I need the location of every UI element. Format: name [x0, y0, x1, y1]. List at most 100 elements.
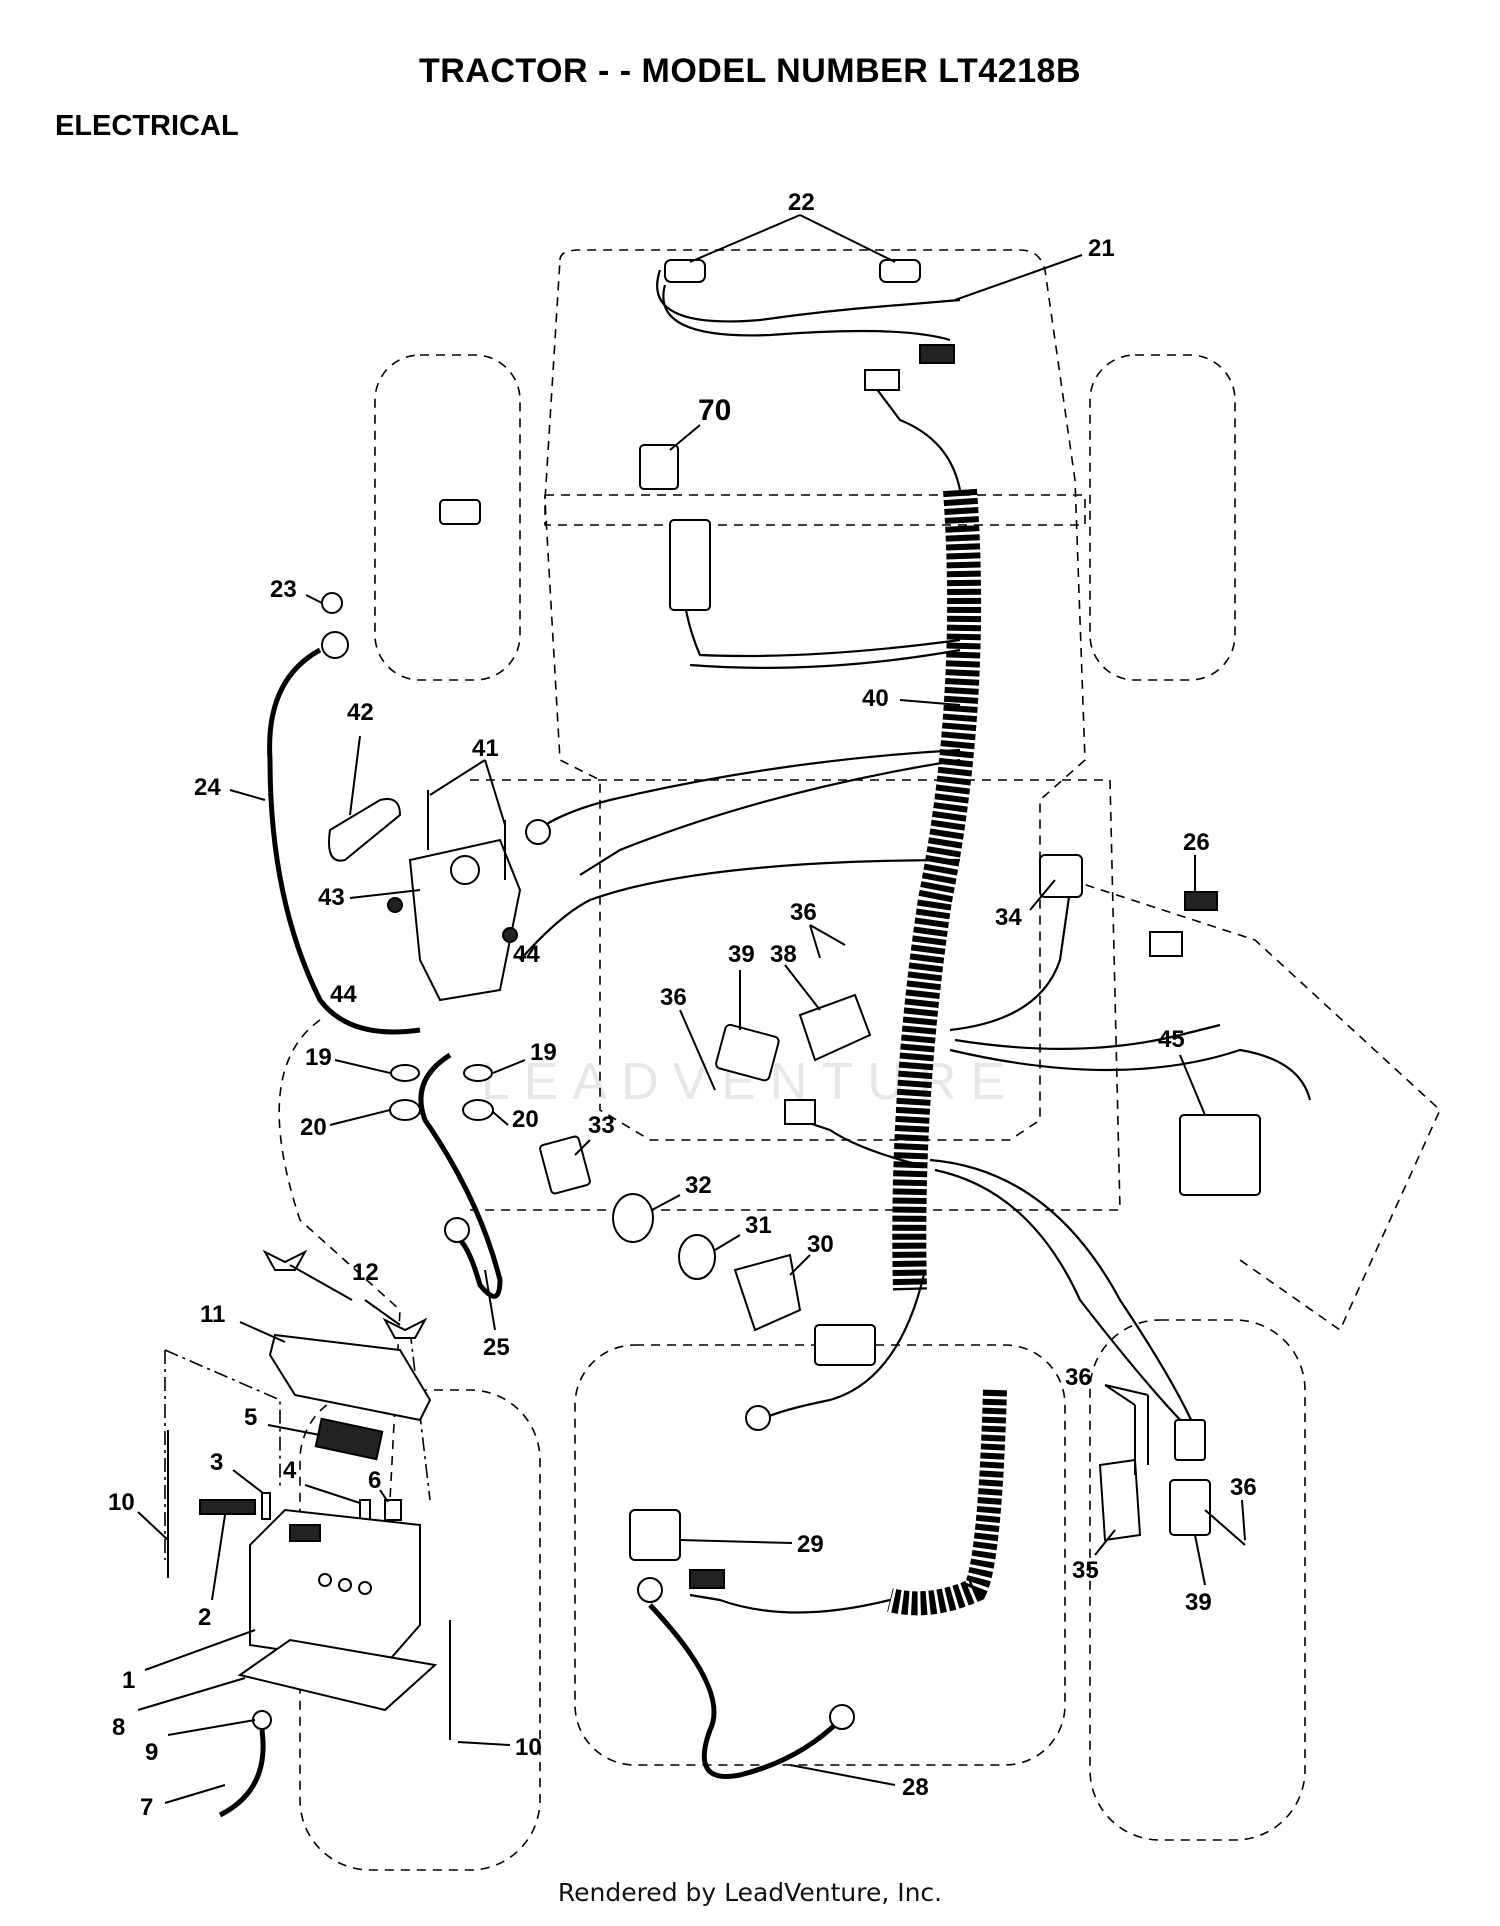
leader-36d: [1241, 1499, 1246, 1541]
harness-coil: [892, 488, 982, 1291]
wing-nut-12b: [382, 1317, 428, 1339]
leader-34: [1029, 879, 1056, 911]
harness-branch-70b: [689, 648, 961, 669]
leader-22a: [689, 214, 801, 263]
plug-26: [1149, 931, 1183, 957]
leader-20b: [492, 1111, 509, 1126]
leader-12a: [289, 1264, 353, 1301]
harness-branch-left-b: [579, 758, 961, 876]
leader-33: [574, 1139, 591, 1156]
callout-7: 7: [140, 1794, 153, 1821]
washer-19-right: [463, 1064, 493, 1082]
callout-26: 26: [1183, 829, 1210, 856]
leader-39b: [1194, 1534, 1206, 1586]
bolt-2: [199, 1499, 256, 1515]
leader-24: [229, 789, 266, 801]
switch-39b: [1169, 1479, 1211, 1536]
leader-11: [239, 1321, 286, 1343]
callout-19-left: 19: [305, 1044, 332, 1071]
callout-36-b: 36: [660, 984, 687, 1011]
connector-26: [1184, 891, 1218, 911]
rear-right-wheel: [1089, 1319, 1306, 1841]
callout-9: 9: [145, 1739, 158, 1766]
leader-31: [714, 1234, 741, 1251]
leader-10b: [457, 1741, 511, 1746]
ring-terminal-a: [525, 819, 551, 845]
nut-44-right: [502, 927, 518, 943]
callout-11: 11: [200, 1301, 225, 1328]
screw-36-c: [1204, 1509, 1246, 1546]
callout-5: 5: [244, 1404, 257, 1431]
ignition-switch-30: [733, 1253, 802, 1332]
nut-20-right: [462, 1099, 494, 1121]
plug-mid: [784, 1099, 816, 1125]
harness-branch-solenoid: [519, 858, 961, 961]
leader-36a-1: [809, 924, 821, 959]
callout-41: 41: [472, 735, 499, 762]
bezel-32: [612, 1193, 654, 1243]
nut-20-left: [389, 1099, 421, 1121]
callout-31: 31: [745, 1212, 772, 1239]
main-harness: [519, 269, 1312, 1616]
battery-tray-8: [237, 1638, 438, 1712]
callout-36-c: 36: [1065, 1364, 1092, 1391]
callout-38: 38: [770, 941, 797, 968]
terminal-boot-42: [328, 798, 402, 862]
battery-1: [249, 1508, 421, 1667]
leader-41a: [429, 759, 486, 796]
nut-44-left: [387, 897, 403, 913]
callout-44-right: 44: [513, 941, 540, 968]
callout-34: 34: [995, 904, 1022, 931]
frame-outline: [470, 779, 1121, 1211]
leader-19a: [334, 1059, 391, 1074]
leader-1: [144, 1629, 256, 1671]
headlight-connector: [919, 344, 955, 364]
callout-6: 6: [368, 1467, 381, 1494]
leader-21: [954, 254, 1083, 301]
callout-30: 30: [807, 1231, 834, 1258]
callout-24: 24: [194, 774, 221, 801]
cables: [267, 647, 842, 1779]
leader-32: [651, 1194, 681, 1211]
connector-30: [814, 1324, 876, 1366]
harness-branch-rear-b: [934, 1168, 1191, 1431]
leader-29: [679, 1539, 793, 1544]
harness-branch-34: [949, 889, 1072, 1032]
leader-36c-2: [1104, 1384, 1149, 1396]
callout-40: 40: [862, 685, 889, 712]
callout-8: 8: [112, 1714, 125, 1741]
callout-21: 21: [1088, 235, 1115, 262]
leader-6: [379, 1489, 389, 1503]
harness-branch-plug: [799, 1118, 921, 1167]
callout-70: 70: [698, 394, 731, 427]
harness-branch-30: [759, 1269, 927, 1421]
rear-harness-coil: [887, 1389, 1007, 1616]
section-title: ELECTRICAL: [55, 110, 239, 142]
module-33: [539, 1135, 591, 1195]
leader-23: [305, 594, 323, 604]
leader-43: [349, 889, 421, 899]
leader-28: [789, 1764, 896, 1786]
callout-33: 33: [588, 1112, 615, 1139]
callout-43: 43: [318, 884, 345, 911]
switch-39a: [715, 1023, 780, 1082]
callout-35: 35: [1072, 1557, 1099, 1584]
battery-vent-3: [358, 1581, 372, 1595]
harness-branch-rear: [929, 1158, 1202, 1441]
callout-45: 45: [1158, 1026, 1185, 1053]
cap-6: [384, 1499, 402, 1521]
solenoid-43: [408, 838, 522, 1002]
washer-23: [321, 592, 343, 614]
leader-45: [1179, 1054, 1206, 1116]
parts: [167, 259, 1261, 1818]
leader-20a: [329, 1109, 391, 1126]
callout-28: 28: [902, 1774, 929, 1801]
leader-9: [167, 1719, 256, 1736]
callout-36-d: 36: [1230, 1474, 1257, 1501]
front-axle-outline: [544, 494, 1086, 526]
leader-36c-1: [1104, 1384, 1136, 1406]
callout-42: 42: [347, 699, 374, 726]
headlight-bulb-left: [664, 259, 706, 283]
solenoid-terminal: [450, 855, 480, 885]
callout-2: 2: [198, 1604, 211, 1631]
